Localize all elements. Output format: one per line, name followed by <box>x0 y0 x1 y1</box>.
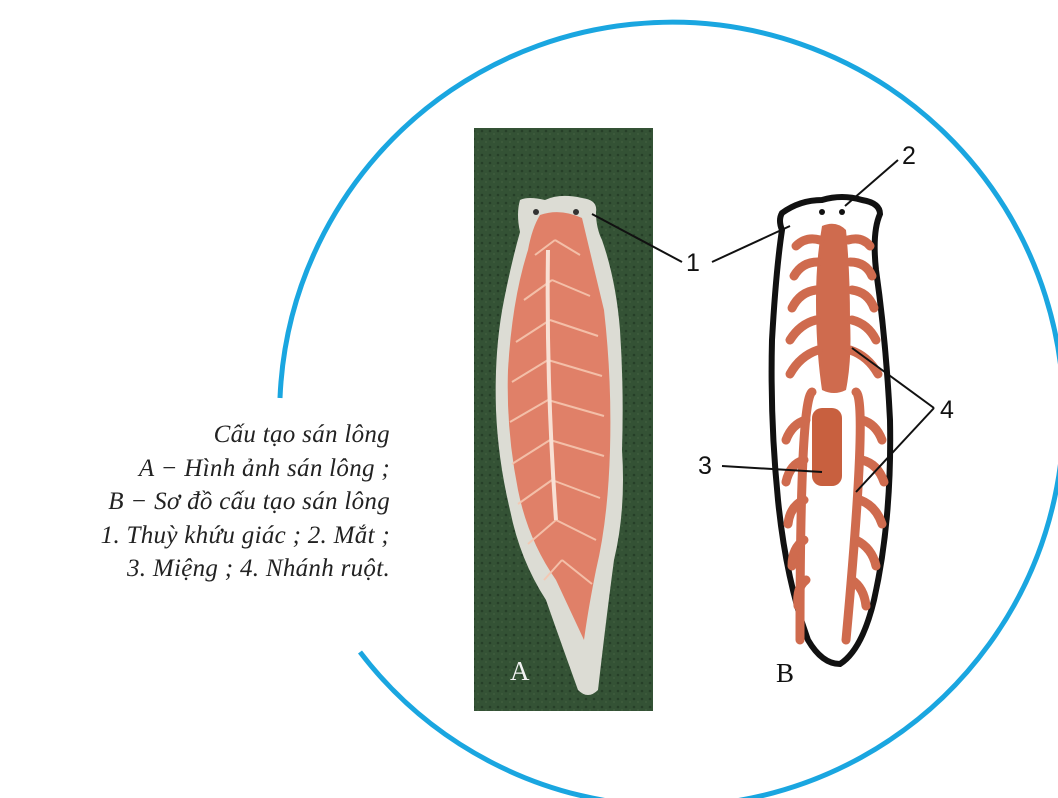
callout-3: 3 <box>698 452 712 480</box>
figure-caption: Cấu tạo sán lông A − Hình ảnh sán lông ;… <box>101 418 390 586</box>
caption-line-d: 3. Miệng ; 4. Nhánh ruột. <box>101 552 390 586</box>
callout-1: 1 <box>686 249 700 277</box>
panel-b-diagram: B <box>772 197 891 688</box>
worm-b-eye-left <box>819 209 825 215</box>
caption-line-a: A − Hình ảnh sán lông ; <box>101 452 390 486</box>
callout-2: 2 <box>902 142 916 170</box>
caption-line-b: B − Sơ đồ cấu tạo sán lông <box>101 485 390 519</box>
panel-a-photo: A <box>474 128 653 711</box>
worm-b-eye-right <box>839 209 845 215</box>
caption-line-c: 1. Thuỳ khứu giác ; 2. Mắt ; <box>101 519 390 553</box>
worm-b-gut <box>816 224 851 393</box>
worm-b-mouth <box>812 408 842 486</box>
callout-4: 4 <box>940 396 954 424</box>
panel-b-label: B <box>776 658 794 688</box>
panel-a-label: A <box>510 656 530 686</box>
caption-title: Cấu tạo sán lông <box>101 418 390 452</box>
